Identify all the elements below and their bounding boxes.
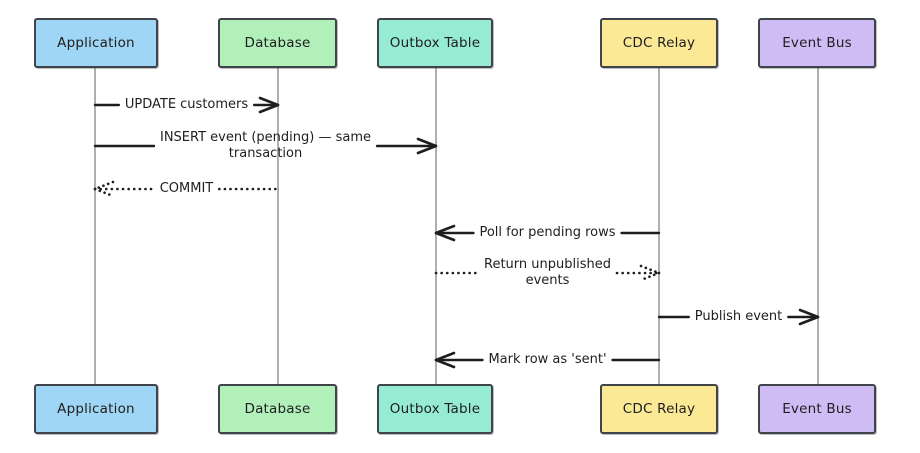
message-label-poll-for-pending-rows: Poll for pending rows xyxy=(479,225,615,241)
actor-box-bottom-database: Database xyxy=(218,384,337,434)
actor-box-bottom-application: Application xyxy=(34,384,158,434)
message-label-line: Return unpublished xyxy=(484,257,611,273)
message-label-commit: COMMIT xyxy=(160,181,214,197)
actor-name-label: CDC Relay xyxy=(622,35,696,51)
message-label-line: Publish event xyxy=(694,309,783,325)
arrowhead-4 xyxy=(639,264,661,282)
message-label-line: transaction xyxy=(228,146,303,161)
actor-name-label: Database xyxy=(244,401,311,417)
arrowhead-1 xyxy=(416,137,438,155)
arrowhead-0 xyxy=(258,96,280,114)
arrowhead-2 xyxy=(93,180,115,198)
actor-name-label: Database xyxy=(244,35,311,51)
message-label-line: Mark row as 'sent' xyxy=(488,352,607,368)
actor-name-label: Event Bus xyxy=(782,35,852,51)
actor-name-label: Outbox Table xyxy=(389,401,481,417)
actor-box-top-outbox-table: Outbox Table xyxy=(377,18,493,68)
message-label-publish-event: Publish event xyxy=(695,309,783,325)
message-label-line: INSERT event (pending) — same xyxy=(160,130,371,146)
actor-box-top-database: Database xyxy=(218,18,337,68)
actor-box-bottom-event-bus: Event Bus xyxy=(758,384,876,434)
actor-name-label: Application xyxy=(57,35,135,51)
arrowhead-6 xyxy=(434,351,456,369)
message-label-line: Poll for pending rows xyxy=(479,225,616,241)
actor-name-label: Application xyxy=(57,401,135,417)
actor-box-bottom-cdc-relay: CDC Relay xyxy=(600,384,718,434)
actor-box-bottom-outbox-table: Outbox Table xyxy=(377,384,493,434)
actor-box-top-cdc-relay: CDC Relay xyxy=(600,18,718,68)
actor-box-top-application: Application xyxy=(34,18,158,68)
message-label-line: UPDATE customers xyxy=(124,97,249,113)
arrowhead-3 xyxy=(434,224,456,242)
actor-name-label: CDC Relay xyxy=(622,401,696,417)
message-label-mark-row-as-sent-: Mark row as 'sent' xyxy=(488,352,606,368)
actor-box-top-event-bus: Event Bus xyxy=(758,18,876,68)
message-label-line: COMMIT xyxy=(159,181,214,197)
arrowhead-5 xyxy=(798,308,820,326)
actor-name-label: Outbox Table xyxy=(389,35,481,51)
message-label-line: events xyxy=(525,273,570,288)
actor-name-label: Event Bus xyxy=(782,401,852,417)
message-label-update-customers: UPDATE customers xyxy=(125,97,248,113)
